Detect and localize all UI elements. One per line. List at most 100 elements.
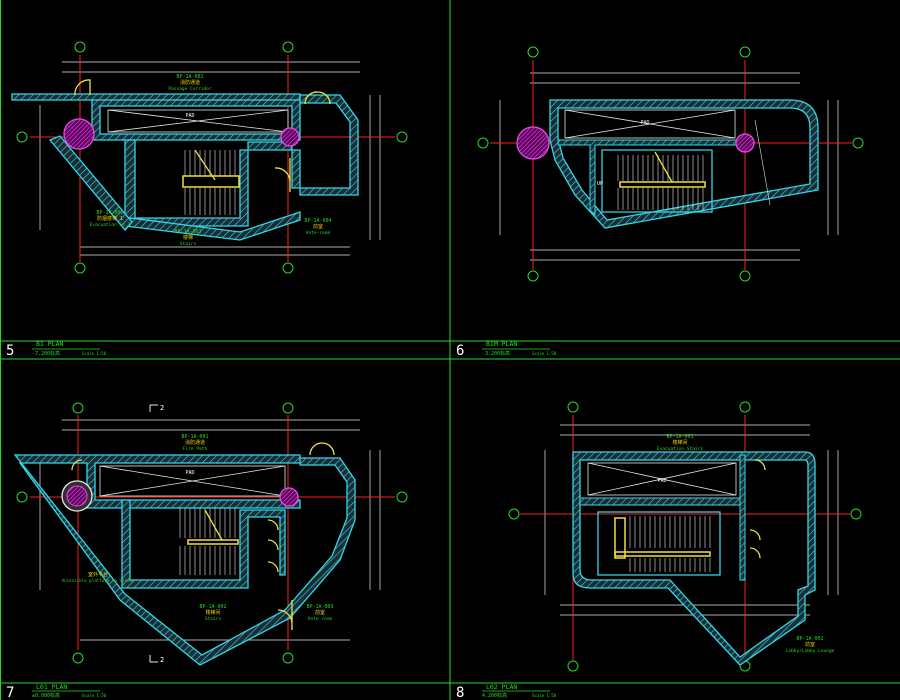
door-swing <box>749 459 766 559</box>
column-icon <box>280 127 300 147</box>
door-swing <box>267 519 279 573</box>
stair-up-label: UP <box>597 181 603 187</box>
door-swing <box>71 459 83 471</box>
drawing-scale: Scale 1:50 <box>82 351 107 356</box>
drawing-scale: Scale 1:50 <box>82 693 107 698</box>
room-tag-code: BP-1A-001 <box>666 434 693 440</box>
room-tag-code: BP-1A-002 <box>96 210 123 216</box>
room-tag-code: BP-1A-001 <box>181 434 208 440</box>
door-swing <box>274 158 291 192</box>
panel-l01-plan: 2 2 BP-1A-001 消防通道 Fire Path BP-1A-002 楼… <box>6 402 408 700</box>
void-label: PAD <box>185 470 194 476</box>
void-cross <box>99 465 286 497</box>
stair-treads <box>617 155 704 210</box>
panel-l02-plan: BP-1A-001 楼梯间 Evacuation Stairs BP-1A-00… <box>456 401 862 700</box>
room-tag-code: BP-1A-001 <box>176 74 203 80</box>
room-tag-name: 防烟楼梯 1 <box>97 215 123 222</box>
room-tag-en: Ante-room <box>306 230 331 236</box>
void-label: PAD <box>640 120 649 126</box>
room-tag-name: 楼梯间 <box>205 609 220 616</box>
column-icon <box>279 487 299 507</box>
void-label: PAD <box>657 478 666 484</box>
drawing-subtitle: ±0.000标高 <box>32 692 60 699</box>
room-tag-code: BP-1A-002 <box>199 604 226 610</box>
column-icon <box>66 485 88 507</box>
outer-wall <box>572 451 816 666</box>
door-swing <box>74 79 91 96</box>
stair-landing <box>182 175 240 188</box>
drawing-scale: Scale 1:50 <box>532 351 557 356</box>
room-tag-en: Lobby/Lobby Lounge <box>786 648 835 654</box>
door-swing <box>277 600 293 630</box>
stair-wall <box>124 94 359 227</box>
inner-wall <box>601 149 713 213</box>
stair-wall <box>121 499 286 589</box>
room-tag-en: Stairs <box>205 616 222 622</box>
grid-bubbles <box>477 46 864 282</box>
room-tag-en: Fire Path <box>183 446 208 452</box>
stair-treads <box>179 508 236 575</box>
room-tag-name: 消防通道 <box>180 79 200 86</box>
void-cross <box>107 109 289 133</box>
door-swing <box>754 119 771 206</box>
room-tag-en: Accessible platform to Street <box>61 578 135 583</box>
drawing-number: 7 <box>6 685 14 700</box>
panel-b1-plan: BP-1A-001 消防通道 Passage Corridor BP-1A-00… <box>6 41 408 359</box>
drawing-number: 5 <box>6 343 14 359</box>
room-tag-name: 前室 <box>805 641 815 648</box>
room-tag-name: 前室 <box>315 609 325 616</box>
section-number: 2 <box>160 656 164 664</box>
room-tag-en: Evacuation St.1 <box>90 222 131 228</box>
void-cross <box>564 109 736 139</box>
grid-bubbles <box>16 402 408 664</box>
stair-landing <box>187 539 239 545</box>
stair-arrow <box>204 509 223 541</box>
dimension-lines <box>499 72 839 261</box>
drawing-title: B1 PLAN <box>36 340 63 348</box>
stair-arrow <box>654 151 673 183</box>
room-tag-en: Stairs <box>180 241 197 247</box>
dimension-lines <box>39 419 381 641</box>
grid-axes <box>490 60 852 270</box>
room-tag-code: BP-1A-002 <box>796 636 823 642</box>
inner-wall <box>597 511 721 576</box>
room-tag-name: 前室 <box>313 223 323 230</box>
void-label: PAD <box>185 113 194 119</box>
room-tag-code: BP-1A-003 <box>174 229 201 235</box>
room-tag-code: BP-1A-004 <box>304 218 331 224</box>
door-swing <box>304 91 331 105</box>
drawing-title: L01 PLAN <box>36 683 67 691</box>
dimension-lines <box>544 424 839 616</box>
room-tag-name: 室外平台 <box>88 571 108 578</box>
ramp-wall <box>48 135 133 232</box>
panel-b1m-plan: PAD UP 6 B1M PLAN -3.200标高 Scale 1:50 <box>456 46 864 359</box>
room-tag-name: 楼梯 <box>183 234 193 241</box>
drawing-subtitle: -7.200标高 <box>32 350 60 357</box>
door-swing <box>309 442 335 456</box>
drawing-subtitle: 4.200标高 <box>482 692 507 699</box>
diagonal-wall <box>123 211 301 241</box>
room-tag-en: Passage Corridor <box>168 86 212 92</box>
outer-wall <box>13 454 356 666</box>
outer-wall <box>549 99 819 229</box>
stair-landing <box>619 181 706 188</box>
stair-arrow <box>194 149 216 181</box>
room-tag-name: 楼梯间 <box>672 439 687 446</box>
stair-landing <box>614 517 626 559</box>
column-icon <box>63 118 95 150</box>
drawing-title: B1M PLAN <box>486 340 517 348</box>
room-tag-en: Evacuation Stairs <box>657 446 703 452</box>
room-tag-code: BP-1A-003 <box>306 604 333 610</box>
room-tag-en: Ante-room <box>308 616 333 622</box>
grid-bubbles <box>508 401 862 672</box>
section-number: 2 <box>160 404 164 412</box>
stair-treads <box>629 516 711 572</box>
drawing-number: 6 <box>456 343 464 359</box>
void-cross <box>587 462 737 496</box>
inner-wall <box>739 454 746 581</box>
drawing-subtitle: -3.200标高 <box>482 350 510 357</box>
grid-bubbles <box>16 41 408 274</box>
column-icon <box>735 133 755 153</box>
